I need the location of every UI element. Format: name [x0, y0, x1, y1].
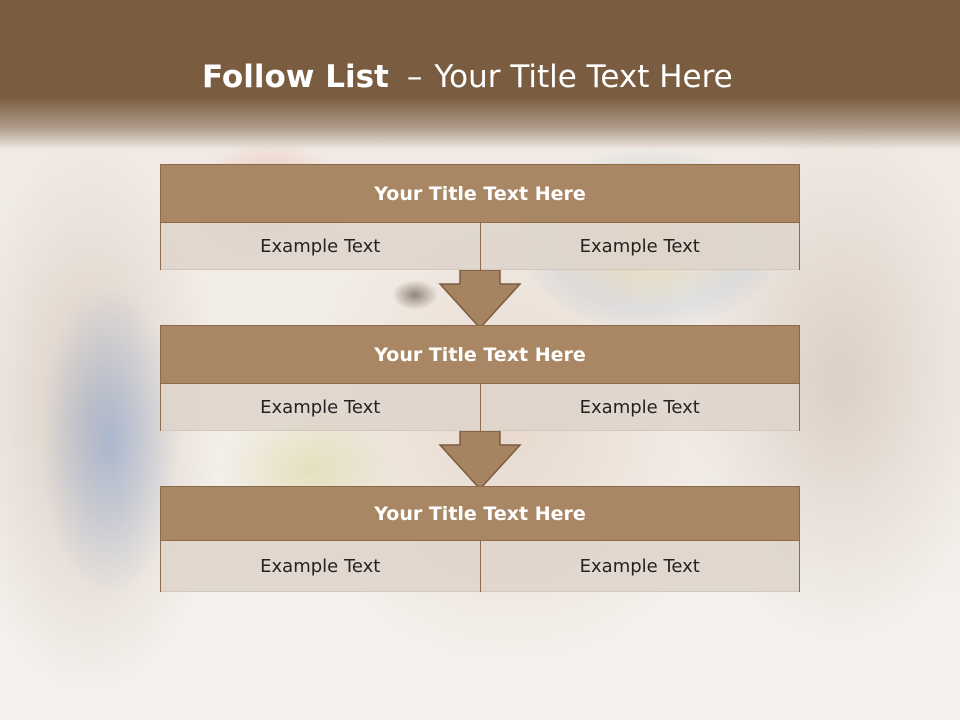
step-cell-left: Example Text [161, 541, 480, 592]
down-arrow-shape [438, 431, 522, 491]
step-cell-left: Example Text [161, 223, 480, 270]
slide-title-bold: Follow List [202, 59, 389, 95]
slide-title-rest: Your Title Text Here [434, 59, 733, 95]
step-cell-left: Example Text [161, 384, 480, 431]
step-row: Example Text Example Text [161, 223, 799, 270]
step-block-1: Your Title Text Here Example Text Exampl… [160, 164, 800, 270]
step-row: Example Text Example Text [161, 384, 799, 431]
slide-title-separator: – [406, 59, 423, 95]
step-block-3: Your Title Text Here Example Text Exampl… [160, 486, 800, 592]
down-arrow-icon [438, 431, 522, 491]
step-title: Your Title Text Here [161, 326, 799, 384]
step-cell-right: Example Text [479, 223, 799, 270]
step-title: Your Title Text Here [161, 165, 799, 223]
step-title: Your Title Text Here [161, 487, 799, 541]
step-row: Example Text Example Text [161, 541, 799, 592]
step-cell-right: Example Text [479, 541, 799, 592]
header-band: Follow List – Your Title Text Here [0, 0, 960, 150]
step-cell-right: Example Text [479, 384, 799, 431]
background-paint-blue [40, 280, 180, 600]
slide-title: Follow List – Your Title Text Here [202, 52, 733, 102]
down-arrow-icon [438, 270, 522, 330]
background-eye [392, 280, 438, 310]
down-arrow-shape [438, 270, 522, 330]
step-block-2: Your Title Text Here Example Text Exampl… [160, 325, 800, 431]
